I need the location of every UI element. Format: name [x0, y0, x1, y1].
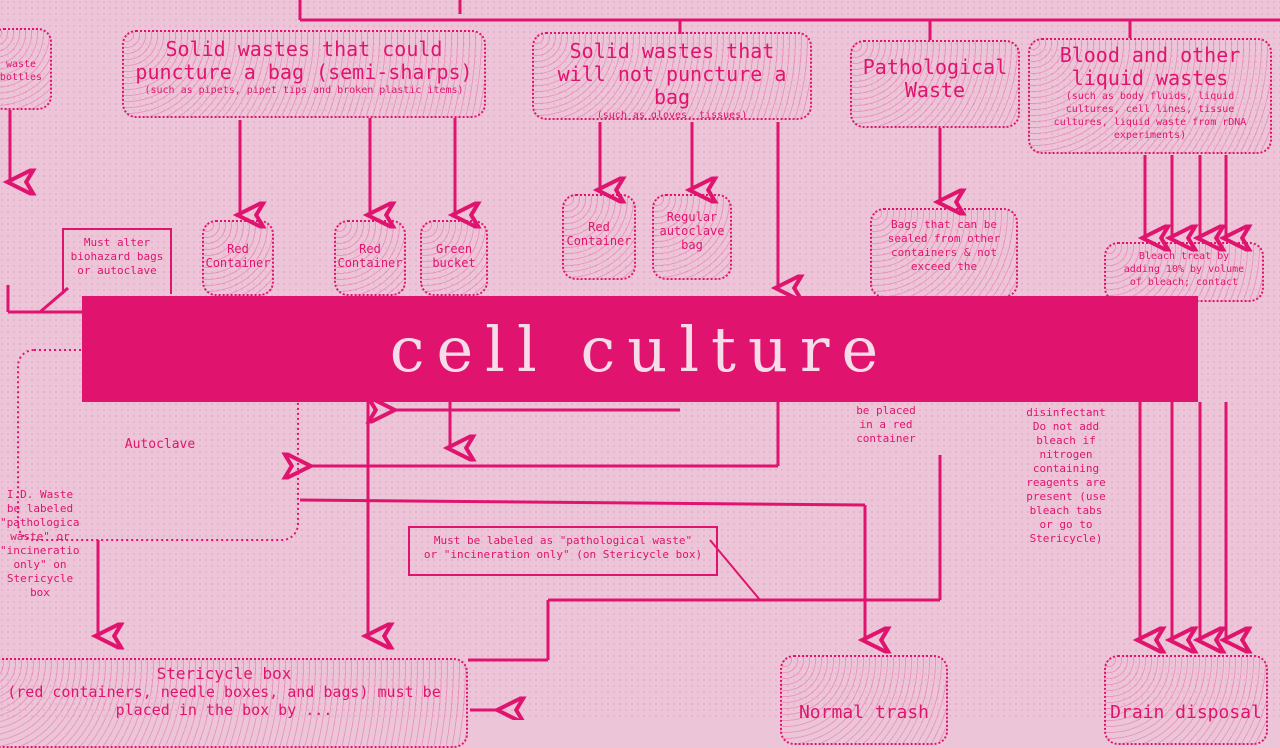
regular-bag-label: Regular autoclave bag	[659, 210, 725, 252]
drain-disposal-label: Drain disposal	[1110, 702, 1262, 723]
bags-note-node: Bags that can be sealed from other conta…	[870, 208, 1018, 298]
stericycle-title: Stericycle box	[156, 664, 292, 683]
must-alter-note: Must alter biohazard bags or autoclave	[62, 228, 172, 294]
semi-sharps-sub: (such as pipets, pipet tips and broken p…	[144, 85, 464, 96]
normal-trash-label: Normal trash	[798, 702, 930, 723]
red-container-3-label: Red Container	[566, 220, 632, 248]
green-bucket-label: Green bucket	[432, 242, 476, 270]
red-container-3-node: Red Container	[562, 194, 636, 280]
pathological-title: Pathological Waste	[862, 55, 1008, 102]
non-puncture-node: Solid wastes that will not puncture a ba…	[532, 32, 812, 120]
left-top-label: waste bottles	[0, 59, 43, 83]
autoclave-label-area: Autoclave	[100, 438, 220, 458]
autoclave-label: Autoclave	[124, 438, 196, 452]
stericycle-box-node: Stericycle box (red containers, needle b…	[0, 658, 468, 748]
red-container-2-label: Red Container	[337, 242, 403, 270]
stericycle-sub: (red containers, needle boxes, and bags)…	[7, 683, 441, 719]
regular-bag-node: Regular autoclave bag	[652, 194, 732, 280]
non-puncture-sub: (such as gloves, tissues)	[596, 110, 748, 120]
bleach-note-text: Bleach treat by adding 10% by volume of …	[1123, 251, 1245, 288]
title-banner: cell culture	[82, 296, 1198, 402]
pathological-node: Pathological Waste	[850, 40, 1020, 128]
semi-sharps-node: Solid wastes that could puncture a bag (…	[122, 30, 486, 118]
label-note-text: Must be labeled as "pathological waste" …	[423, 534, 703, 561]
liquid-title: Blood and other liquid wastes	[1059, 43, 1241, 90]
liquid-node: Blood and other liquid wastes (such as b…	[1028, 38, 1272, 154]
red-container-1-node: Red Container	[202, 220, 274, 296]
bags-note-text: Bags that can be sealed from other conta…	[887, 218, 1001, 273]
drain-disposal-node: Drain disposal	[1104, 655, 1268, 745]
left-top-node: waste bottles	[0, 28, 52, 110]
liquid-sub: (such as body fluids, liquid cultures, c…	[1053, 91, 1247, 141]
left-mid-note: I.D. Waste be labeled "pathological wast…	[0, 488, 80, 618]
label-note: Must be labeled as "pathological waste" …	[408, 526, 718, 576]
be-placed-text: be placed in a red container	[856, 404, 916, 445]
left-mid-text: I.D. Waste be labeled "pathological wast…	[0, 488, 80, 599]
be-placed-note: be placed in a red container	[848, 404, 924, 460]
bleach-note-node: Bleach treat by adding 10% by volume of …	[1104, 242, 1264, 302]
disinfectant-note: disinfectant Do not add bleach if nitrog…	[1018, 406, 1114, 592]
disinfectant-text: disinfectant Do not add bleach if nitrog…	[1026, 406, 1106, 545]
page-title: cell culture	[389, 312, 891, 386]
normal-trash-node: Normal trash	[780, 655, 948, 745]
must-alter-text: Must alter biohazard bags or autoclave	[70, 236, 164, 277]
green-bucket-node: Green bucket	[420, 220, 488, 296]
red-container-1-label: Red Container	[205, 242, 271, 270]
red-container-2-node: Red Container	[334, 220, 406, 296]
non-puncture-title: Solid wastes that will not puncture a ba…	[557, 39, 787, 109]
semi-sharps-title: Solid wastes that could puncture a bag (…	[135, 37, 473, 84]
